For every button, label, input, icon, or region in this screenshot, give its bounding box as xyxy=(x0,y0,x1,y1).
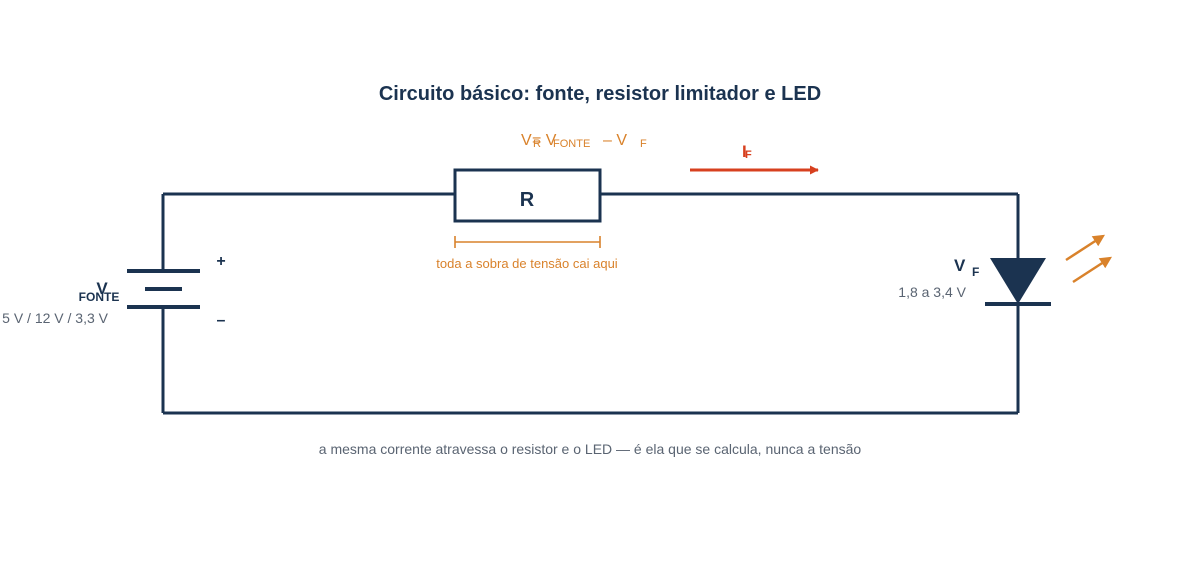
svg-text:F: F xyxy=(640,138,647,150)
resistor-drop-bracket xyxy=(454,236,601,248)
led-subscript: F xyxy=(972,265,979,279)
resistor-voltage-formula: V R = V FONTE – V F xyxy=(521,132,647,150)
led-voltage-range: 1,8 a 3,4 V xyxy=(898,284,966,300)
source-subscript: FONTE xyxy=(79,290,120,304)
diagram-title: Circuito básico: fonte, resistor limitad… xyxy=(379,83,821,105)
current-subscript: F xyxy=(745,149,752,161)
source-symbol: V xyxy=(96,279,108,298)
battery-symbol xyxy=(127,269,200,309)
battery-plus-sign: + xyxy=(216,253,225,270)
resistor-drop-note: toda a sobra de tensão cai aqui xyxy=(436,256,618,271)
battery-minus-sign: – xyxy=(217,312,226,329)
svg-text:– V: – V xyxy=(603,132,627,149)
resistor-body xyxy=(453,168,602,223)
led-diode-triangle xyxy=(990,258,1046,304)
svg-text:FONTE: FONTE xyxy=(553,138,590,150)
led-symbol: V xyxy=(954,256,966,275)
circuit-wires xyxy=(161,192,1020,415)
led-light-emission-icon xyxy=(1065,234,1113,284)
svg-text:R: R xyxy=(533,138,541,150)
svg-text:V: V xyxy=(521,132,532,149)
diagram-caption: a mesma corrente atravessa o resistor e … xyxy=(319,441,862,457)
svg-text:= V: = V xyxy=(532,132,557,149)
resistor-label: R xyxy=(520,189,535,211)
source-voltage-values: 5 V / 12 V / 3,3 V xyxy=(2,310,109,326)
current-symbol: I xyxy=(742,142,747,161)
